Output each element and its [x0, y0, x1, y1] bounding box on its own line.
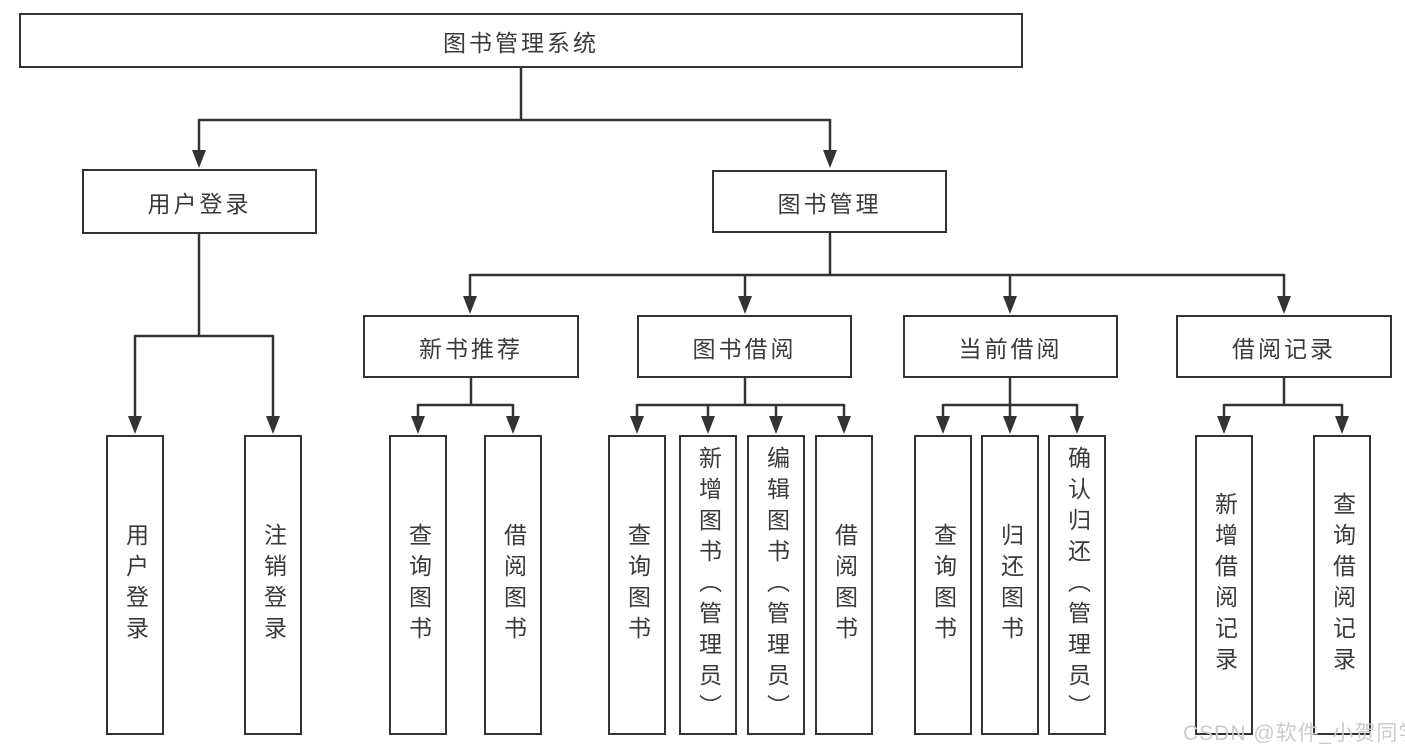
- node-add-borrow-record: 新增借阅记录: [1195, 435, 1253, 735]
- node-query-books-recommend: 查询图书: [389, 435, 447, 735]
- node-book-borrowing: 图书借阅: [637, 315, 852, 378]
- node-book-management: 图书管理: [712, 170, 947, 233]
- node-query-books-borrow: 查询图书: [608, 435, 666, 735]
- node-logout: 注销登录: [244, 435, 302, 735]
- node-user-login: 用户登录: [82, 169, 317, 234]
- node-borrow-books-leaf: 借阅图书: [815, 435, 873, 735]
- node-current-borrowing: 当前借阅: [903, 315, 1118, 378]
- csdn-watermark: CSDN @软件_小贺同学: [1183, 722, 1405, 745]
- node-new-book-recommendation: 新书推荐: [363, 315, 579, 378]
- node-edit-book-admin: 编辑图书（管理员）: [747, 435, 805, 735]
- node-library-management-system: 图书管理系统: [19, 13, 1023, 68]
- node-confirm-return-admin: 确认归还（管理员）: [1048, 435, 1106, 735]
- node-user-login-leaf: 用户登录: [106, 435, 164, 735]
- tree-edges: [133, 68, 1344, 418]
- node-borrow-books-recommend: 借阅图书: [484, 435, 542, 735]
- node-query-borrow-record: 查询借阅记录: [1313, 435, 1371, 735]
- node-borrowing-records: 借阅记录: [1176, 315, 1392, 378]
- node-return-book: 归还图书: [981, 435, 1039, 735]
- node-add-book-admin: 新增图书（管理员）: [679, 435, 737, 735]
- node-query-books-current: 查询图书: [914, 435, 972, 735]
